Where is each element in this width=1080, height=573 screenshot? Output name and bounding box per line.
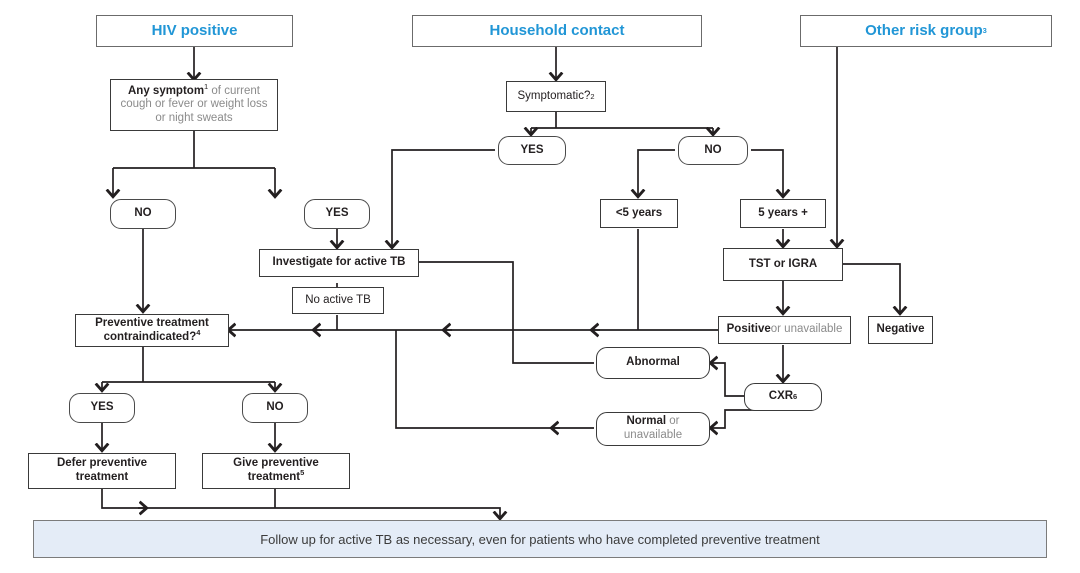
node-ct-no: NO bbox=[242, 393, 308, 423]
footnote-marker-5: 5 bbox=[300, 468, 305, 478]
node-normal-line2: unavailable bbox=[623, 429, 683, 441]
node-any-symptom: Any symptom1 of current cough or fever o… bbox=[110, 79, 278, 131]
header-hiv-positive: HIV positive bbox=[96, 15, 293, 47]
node-hc-yes-label: YES bbox=[520, 143, 544, 156]
header-household-contact: Household contact bbox=[412, 15, 702, 47]
node-any-symptom-line3: or night sweats bbox=[155, 111, 233, 124]
node-any-symptom-line1: Any symptom1 of current bbox=[128, 81, 260, 99]
node-cxr-label: CXR bbox=[768, 390, 794, 403]
node-hiv-no-label: NO bbox=[134, 207, 152, 220]
node-under-5-years-label: <5 years bbox=[615, 206, 663, 219]
node-normal-rest: or bbox=[666, 415, 680, 428]
node-hc-no-label: NO bbox=[704, 143, 722, 156]
node-hc-no: NO bbox=[678, 136, 748, 165]
node-normal-line1: Normal or bbox=[626, 415, 679, 429]
node-hiv-yes-label: YES bbox=[325, 207, 349, 220]
node-contraindicated: Preventive treatment contraindicated?4 bbox=[75, 314, 229, 347]
node-no-active-tb: No active TB bbox=[292, 287, 384, 314]
node-positive-rest: or unavailable bbox=[770, 323, 843, 336]
node-any-symptom-rest: of current bbox=[208, 84, 260, 97]
node-give-treatment: Give preventive treatment5 bbox=[202, 453, 350, 489]
node-5-years-plus: 5 years + bbox=[740, 199, 826, 228]
node-contraindicated-line2-text: contraindicated? bbox=[103, 330, 197, 343]
node-symptomatic: Symptomatic?2 bbox=[506, 81, 606, 112]
node-contraindicated-line2: contraindicated?4 bbox=[103, 327, 201, 345]
node-defer-line1: Defer preventive bbox=[56, 457, 148, 470]
node-normal-unavailable: Normal or unavailable bbox=[596, 412, 710, 446]
footnote-marker-4: 4 bbox=[196, 327, 201, 337]
node-investigate-label: Investigate for active TB bbox=[272, 256, 406, 269]
node-tst-or-igra: TST or IGRA bbox=[723, 248, 843, 281]
node-positive-unavailable: Positive or unavailable bbox=[718, 316, 851, 344]
node-no-active-tb-label: No active TB bbox=[305, 293, 371, 306]
header-hiv-positive-label: HIV positive bbox=[151, 22, 238, 40]
node-any-symptom-bold: Any symptom bbox=[128, 84, 205, 97]
header-household-contact-label: Household contact bbox=[489, 22, 625, 40]
node-under-5-years: <5 years bbox=[600, 199, 678, 228]
node-negative: Negative bbox=[868, 316, 933, 344]
followup-banner-text: Follow up for active TB as necessary, ev… bbox=[260, 531, 820, 547]
node-any-symptom-line2: cough or fever or weight loss bbox=[120, 98, 268, 111]
node-contraindicated-line1: Preventive treatment bbox=[95, 316, 209, 329]
node-abnormal: Abnormal bbox=[596, 347, 710, 379]
footnote-marker-1: 1 bbox=[204, 81, 209, 91]
node-ct-yes: YES bbox=[69, 393, 135, 423]
node-tst-or-igra-label: TST or IGRA bbox=[748, 257, 818, 270]
node-ct-no-label: NO bbox=[266, 401, 284, 414]
node-give-line1: Give preventive bbox=[233, 457, 319, 470]
node-give-line2: treatment5 bbox=[247, 468, 305, 485]
node-hc-yes: YES bbox=[498, 136, 566, 165]
followup-banner: Follow up for active TB as necessary, ev… bbox=[33, 520, 1047, 558]
node-hiv-no: NO bbox=[110, 199, 176, 229]
node-symptomatic-label: Symptomatic? bbox=[517, 89, 591, 102]
node-defer-treatment: Defer preventive treatment bbox=[28, 453, 176, 489]
node-hiv-yes: YES bbox=[304, 199, 370, 229]
node-normal-bold: Normal bbox=[626, 415, 667, 428]
node-negative-label: Negative bbox=[876, 323, 925, 336]
node-positive-bold: Positive bbox=[726, 323, 771, 336]
node-defer-line2: treatment bbox=[75, 471, 129, 483]
header-other-risk-group-label: Other risk group bbox=[865, 22, 983, 40]
node-investigate-active-tb: Investigate for active TB bbox=[259, 249, 419, 277]
node-give-line2-text: treatment bbox=[247, 471, 301, 483]
node-5-years-plus-label: 5 years + bbox=[758, 206, 808, 219]
node-ct-yes-label: YES bbox=[90, 401, 114, 414]
node-abnormal-label: Abnormal bbox=[626, 356, 680, 369]
